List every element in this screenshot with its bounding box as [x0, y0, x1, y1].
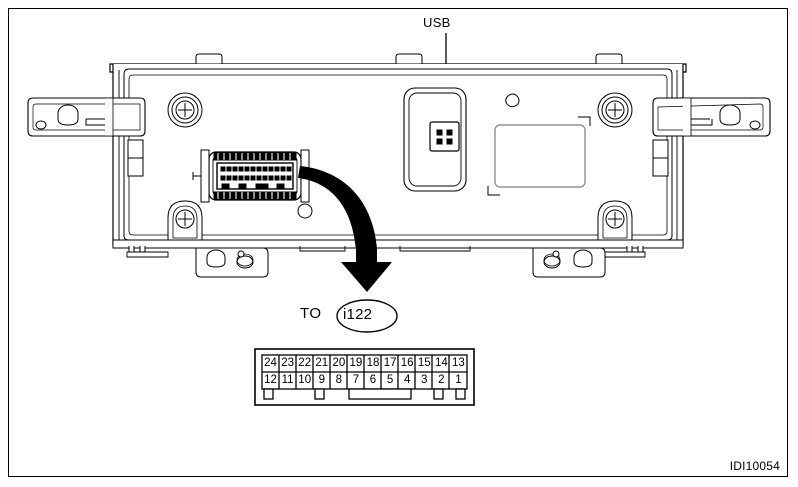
foot-right-pin: [552, 250, 560, 258]
pin-23: 23: [281, 357, 295, 369]
to-label: TO: [300, 305, 322, 322]
bracket-right-neck: [683, 97, 692, 137]
screw-bottom-right: [597, 200, 633, 241]
pin-14: 14: [434, 357, 448, 369]
mounting-bracket-right-inner: [657, 103, 764, 131]
pin-6: 6: [369, 374, 377, 386]
registration-mark-top-right: [578, 116, 591, 126]
bracket-left-neck: [105, 97, 114, 137]
side-clip-right-lower: [652, 157, 669, 177]
screw-top-right: [597, 92, 633, 128]
mounting-bracket-left: [27, 97, 146, 137]
pin-20: 20: [332, 357, 346, 369]
pin-5: 5: [386, 374, 394, 386]
pin-24: 24: [264, 357, 277, 369]
bracket-left-hole: [35, 120, 47, 130]
flow-arrow: [298, 166, 392, 292]
figure-id-label: IDI10054: [729, 459, 780, 473]
pin-10: 10: [298, 374, 312, 386]
device-bottom-rail: [112, 239, 684, 249]
side-clip-left-upper: [127, 139, 144, 159]
pin-17: 17: [383, 357, 397, 369]
bottom-bar-left: [126, 251, 169, 258]
pin-2: 2: [438, 374, 445, 386]
pin-9: 9: [318, 374, 325, 386]
bottom-notch-center-2: [399, 246, 471, 252]
screw-bottom-left: [167, 200, 203, 241]
pin-18: 18: [366, 357, 380, 369]
pin-13: 13: [452, 357, 465, 369]
usb-callout-label: USB: [423, 15, 451, 30]
pin-1: 1: [455, 374, 462, 386]
usb-port: [403, 87, 467, 192]
device-faceplate-inner: [128, 74, 668, 236]
screw-top-left: [167, 92, 203, 128]
foot-right-ring-inner: [543, 253, 561, 267]
bracket-right-slot: [686, 119, 713, 126]
pin-15: 15: [417, 357, 431, 369]
foot-left-ring-inner: [236, 253, 254, 267]
bracket-left-boss-side: [57, 113, 79, 126]
top-tab-left: [195, 53, 223, 65]
mounting-bracket-right: [652, 97, 771, 137]
pin-3: 3: [421, 374, 428, 386]
24-pin-connector: [192, 149, 318, 203]
bracket-left-slot: [85, 119, 112, 126]
connector-id-ellipse: [336, 299, 398, 333]
pin-4: 4: [403, 374, 411, 386]
label-panel: [494, 124, 586, 188]
vent-hole: [505, 93, 520, 108]
pin-19: 19: [349, 357, 363, 369]
figure-border: [8, 8, 788, 477]
foot-right-boss-side: [573, 257, 593, 268]
mounting-bracket-left-inner: [32, 103, 141, 131]
pin-12: 12: [264, 374, 277, 386]
pin-16: 16: [400, 357, 414, 369]
bracket-right-boss-side: [719, 113, 741, 126]
pinout-table-artwork: [254, 348, 475, 406]
bottom-bar-right: [599, 251, 646, 258]
pin-22: 22: [298, 357, 312, 369]
chassis-hole-left: [297, 203, 313, 219]
registration-mark-bottom-left: [487, 186, 500, 196]
pin-11: 11: [281, 374, 294, 386]
connector-id-label: i122: [343, 306, 373, 323]
top-tab-center: [395, 53, 423, 65]
pin-8: 8: [335, 374, 343, 386]
top-tab-right: [595, 53, 623, 65]
side-clip-right-upper: [652, 139, 669, 159]
bracket-right-hole: [749, 120, 761, 130]
foot-left-pin: [237, 250, 245, 258]
bottom-notch-center: [299, 246, 346, 252]
foot-left-boss-side: [206, 257, 226, 268]
pin-7: 7: [352, 374, 360, 386]
side-clip-left-lower: [127, 157, 144, 177]
pin-21: 21: [315, 357, 329, 369]
